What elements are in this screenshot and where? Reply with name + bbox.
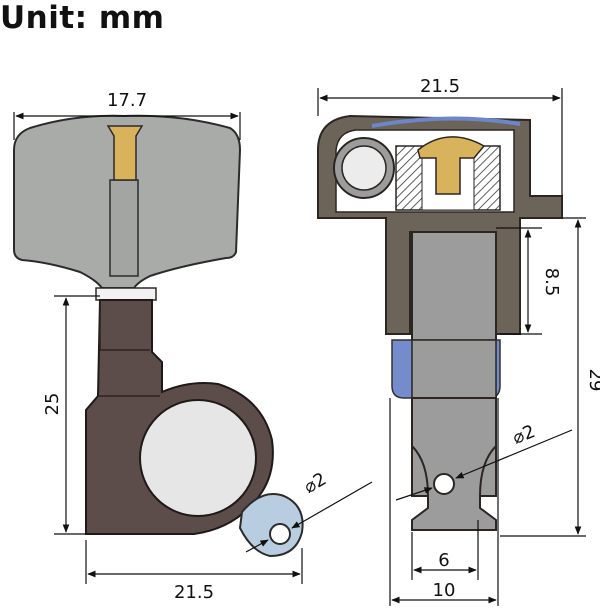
top-cover-arc (371, 116, 521, 128)
front-brass-screw (417, 136, 486, 195)
gear-cover-disc (139, 399, 257, 517)
side-view: 17.7 25 ⌀2 21.5 (13, 90, 373, 603)
dim-front-total-height: 29 (585, 369, 600, 392)
dim-body-height: 25 (42, 393, 63, 416)
page-title: Unit: mm (0, 0, 165, 36)
dim-button-width: 17.7 (107, 90, 147, 111)
dim-bushing-height: 8.5 (541, 268, 562, 297)
mounting-tab (238, 493, 304, 558)
button-shaft (109, 179, 139, 277)
brass-screw (106, 125, 144, 181)
mounting-hole (269, 523, 291, 545)
dim-side-hole: ⌀2 (300, 469, 330, 498)
dim-front-hole: ⌀2 (510, 421, 539, 449)
string-hole (433, 473, 455, 495)
dim-base-width: 10 (433, 580, 456, 601)
dim-front-top-width: 21.5 (420, 76, 460, 97)
post-waist (411, 397, 497, 531)
dim-side-total-width: 21.5 (174, 582, 214, 603)
washer (95, 287, 157, 301)
dim-post-width: 6 (438, 550, 449, 571)
front-view: 21.5 8.5 29 ⌀2 6 10 (317, 76, 600, 606)
